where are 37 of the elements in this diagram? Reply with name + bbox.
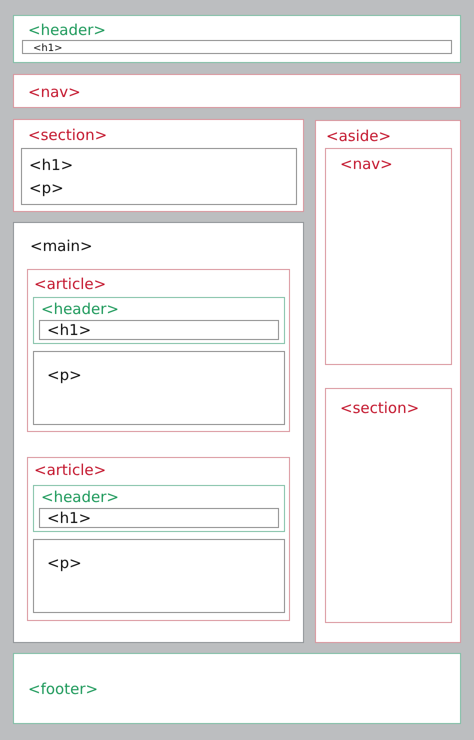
tag-label: <h1> (47, 321, 92, 340)
tag-label: <nav> (340, 154, 394, 175)
section-region (325, 388, 452, 623)
paragraph-box (33, 351, 285, 425)
content-box (21, 148, 297, 205)
tag-label: <p> (47, 365, 83, 386)
tag-label: <h1> (33, 42, 64, 56)
tag-label: <section> (28, 125, 108, 146)
tag-label: <header> (41, 487, 120, 508)
heading-box (39, 508, 279, 528)
tag-label: <nav> (28, 82, 82, 103)
heading-box (39, 320, 279, 340)
tag-label: <section> (340, 398, 420, 419)
nav-region (325, 148, 452, 365)
tag-label: <aside> (326, 126, 392, 147)
tag-label: <main> (30, 236, 94, 257)
paragraph-box (33, 539, 285, 613)
tag-label: <header> (41, 299, 120, 320)
tag-label: <h1> (29, 155, 74, 176)
tag-label: <h1> (47, 509, 92, 528)
nav-region (13, 74, 461, 108)
tag-label: <footer> (28, 679, 100, 700)
footer-region (13, 653, 461, 724)
tag-label: <header> (28, 20, 107, 41)
aside-region (315, 120, 461, 643)
article-region (27, 457, 290, 621)
header-region (13, 15, 461, 63)
heading-box (22, 40, 452, 54)
tag-label: <article> (34, 274, 108, 295)
tag-label: <p> (47, 553, 83, 574)
header-region (33, 485, 285, 532)
tag-label: <article> (34, 460, 108, 481)
main-region (13, 222, 304, 643)
header-region (33, 297, 285, 344)
section-region (13, 119, 304, 212)
article-region (27, 269, 290, 432)
tag-label: <p> (29, 178, 65, 199)
